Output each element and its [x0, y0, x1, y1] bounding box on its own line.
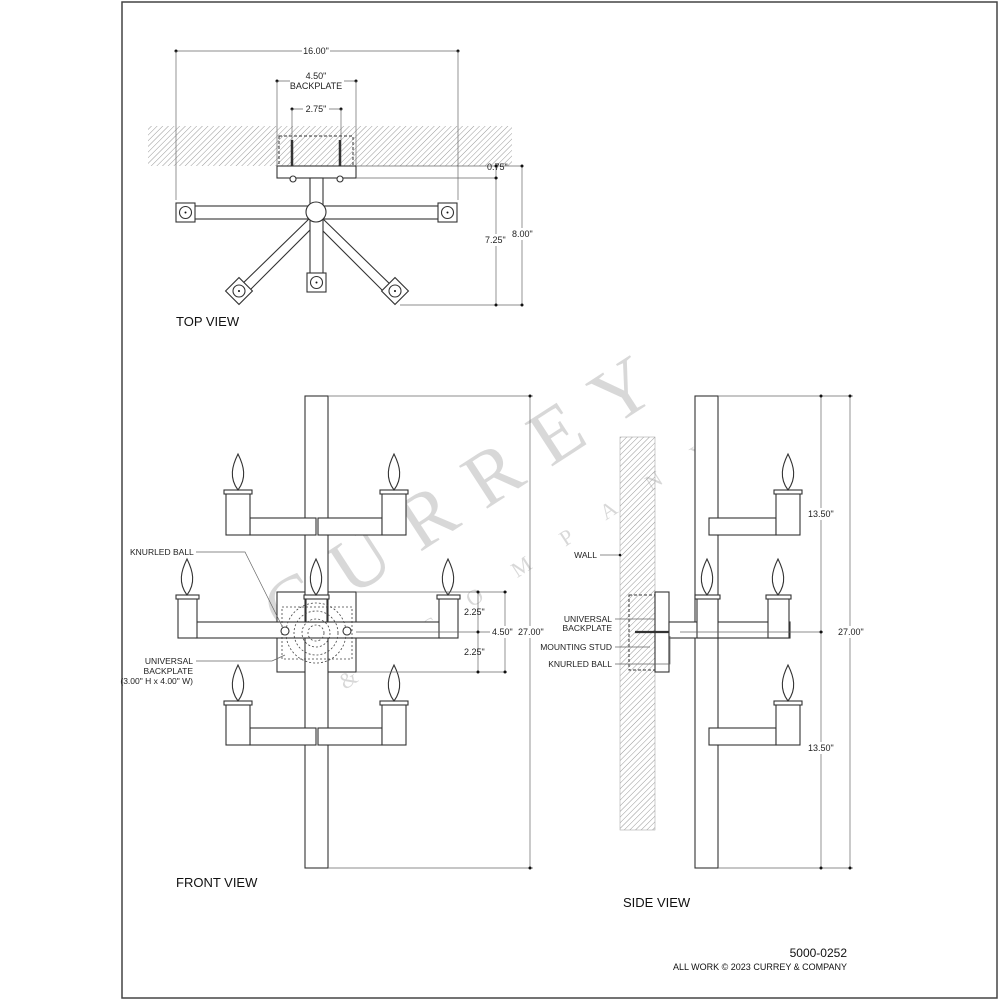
- front-view-title: FRONT VIEW: [176, 875, 258, 890]
- side-view: WALL UNIVERSAL BACKPLATE MOUNTING STUD K…: [540, 394, 866, 910]
- candle-flame-icon: [441, 558, 455, 596]
- ceiling-wall-hatch: [148, 126, 512, 166]
- wall-hatch: [619, 436, 656, 831]
- candle-flame-icon: [231, 664, 245, 702]
- dim-upper-half: 2.25": [464, 607, 485, 617]
- knurled-ball-icon: [280, 626, 290, 636]
- dim-backplate-label: BACKPLATE: [290, 81, 342, 91]
- backplate: [276, 165, 357, 179]
- candle-flame-icon: [781, 453, 795, 491]
- dim-side-lower: 13.50": [808, 743, 834, 753]
- label-wall: WALL: [574, 550, 597, 560]
- drawing-frame: [121, 1, 998, 999]
- dim-overall-depth: 8.00": [512, 229, 533, 239]
- side-view-title: SIDE VIEW: [623, 895, 691, 910]
- candle-flame-icon: [781, 664, 795, 702]
- top-view-title: TOP VIEW: [176, 314, 240, 329]
- dim-lower-half: 2.25": [464, 647, 485, 657]
- candle-flame-icon: [180, 558, 194, 596]
- dim-side-overall-height: 27.00": [838, 627, 864, 637]
- label-universal-backplate-1: UNIVERSAL: [145, 656, 193, 666]
- top-view: 16.00" 4.50" BACKPLATE 2.75" 0.75" 7.25"…: [148, 45, 536, 329]
- label-side-universal-backplate-1: UNIVERSAL: [564, 614, 612, 624]
- dim-overall-height: 27.00": [518, 627, 544, 637]
- dim-backplate-width: 4.50": [306, 71, 327, 81]
- dim-arm-projection: 7.25": [485, 235, 506, 245]
- dim-backplate-depth: 0.75": [487, 162, 508, 172]
- candle-cup-top-3: [306, 272, 327, 293]
- dim-overall-width: 16.00": [303, 46, 329, 56]
- copyright-notice: ALL WORK © 2023 CURREY & COMPANY: [673, 962, 847, 972]
- dim-side-upper: 13.50": [808, 509, 834, 519]
- candle-cup-top-4: [224, 276, 254, 306]
- label-backplate-size: (3.00" H x 4.00" W): [120, 676, 193, 686]
- label-side-knurled-ball: KNURLED BALL: [548, 659, 612, 669]
- part-number: 5000-0252: [790, 946, 848, 960]
- dim-backplate-height: 4.50": [492, 627, 513, 637]
- label-knurled-ball: KNURLED BALL: [130, 547, 194, 557]
- label-side-universal-backplate-2: BACKPLATE: [563, 623, 613, 633]
- candle-cup-top-2: [437, 202, 458, 223]
- dim-stud-spacing: 2.75": [306, 104, 327, 114]
- candle-flame-icon: [231, 453, 245, 491]
- candle-flame-icon: [387, 664, 401, 702]
- knurled-ball-icon: [342, 626, 352, 636]
- label-universal-backplate-2: BACKPLATE: [144, 666, 194, 676]
- candle-cup-top-1: [175, 202, 196, 223]
- label-mounting-stud: MOUNTING STUD: [540, 642, 612, 652]
- front-view: KNURLED BALL UNIVERSAL BACKPLATE (3.00" …: [120, 394, 545, 890]
- candle-flame-icon: [771, 558, 785, 596]
- center-hub: [305, 201, 327, 223]
- candle-cup-top-5: [380, 276, 410, 306]
